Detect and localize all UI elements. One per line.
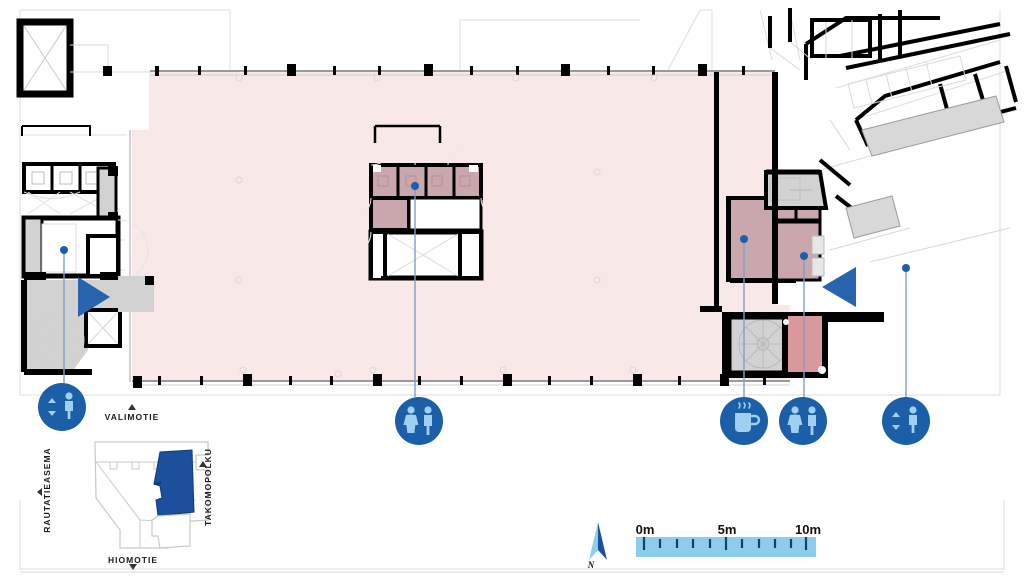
entrance-west[interactable] (78, 277, 110, 317)
street-label-hiomotie: HIOMOTIE (108, 555, 158, 565)
scalebar-tick-label-0: 0m (636, 522, 655, 537)
west-spiral-stair (31, 311, 85, 367)
neighbour-outline-thin (769, 20, 1011, 263)
marker-wc-center[interactable] (395, 397, 443, 445)
east-spiral-stair (738, 319, 788, 369)
west-block (16, 18, 154, 382)
street-label-valimotie: VALIMOTIE (105, 412, 160, 422)
west-elevator-core (21, 215, 121, 280)
elevator-person-icon (892, 406, 917, 433)
street-label-takomopolku: TAKOMOPOLKU (203, 448, 213, 526)
neighbour-fill-east (845, 95, 1005, 239)
scalebar-tick-label-10: 10m (795, 522, 821, 537)
elevator-person-icon (48, 392, 73, 419)
scalebar-tick-label-5: 5m (718, 522, 737, 537)
marker-anchor-dots (60, 182, 910, 272)
ghost-strip (847, 55, 967, 109)
site-minimap (94, 441, 209, 549)
scalebar (636, 537, 816, 557)
east-block (700, 8, 1018, 378)
marker-elevator-west[interactable] (38, 383, 86, 431)
street-arrows (37, 404, 207, 570)
wc-icon (787, 406, 816, 435)
marker-elevator-east[interactable] (882, 397, 930, 445)
coffee-cup-icon (735, 402, 761, 432)
east-stair-block (722, 312, 884, 378)
marker-leader-lines (63, 186, 907, 397)
marker-cafe[interactable] (720, 397, 768, 445)
central-core (348, 124, 502, 281)
marker-wc-east[interactable] (779, 397, 827, 445)
north-arrow (589, 522, 607, 560)
entrance-east[interactable] (822, 267, 856, 307)
north-curtain-wall (150, 64, 775, 82)
south-curtain-wall (130, 168, 790, 388)
street-label-rautatieasema: RAUTATIEASEMA (42, 447, 52, 532)
wc-icon (403, 406, 432, 435)
north-label: N (587, 560, 595, 570)
